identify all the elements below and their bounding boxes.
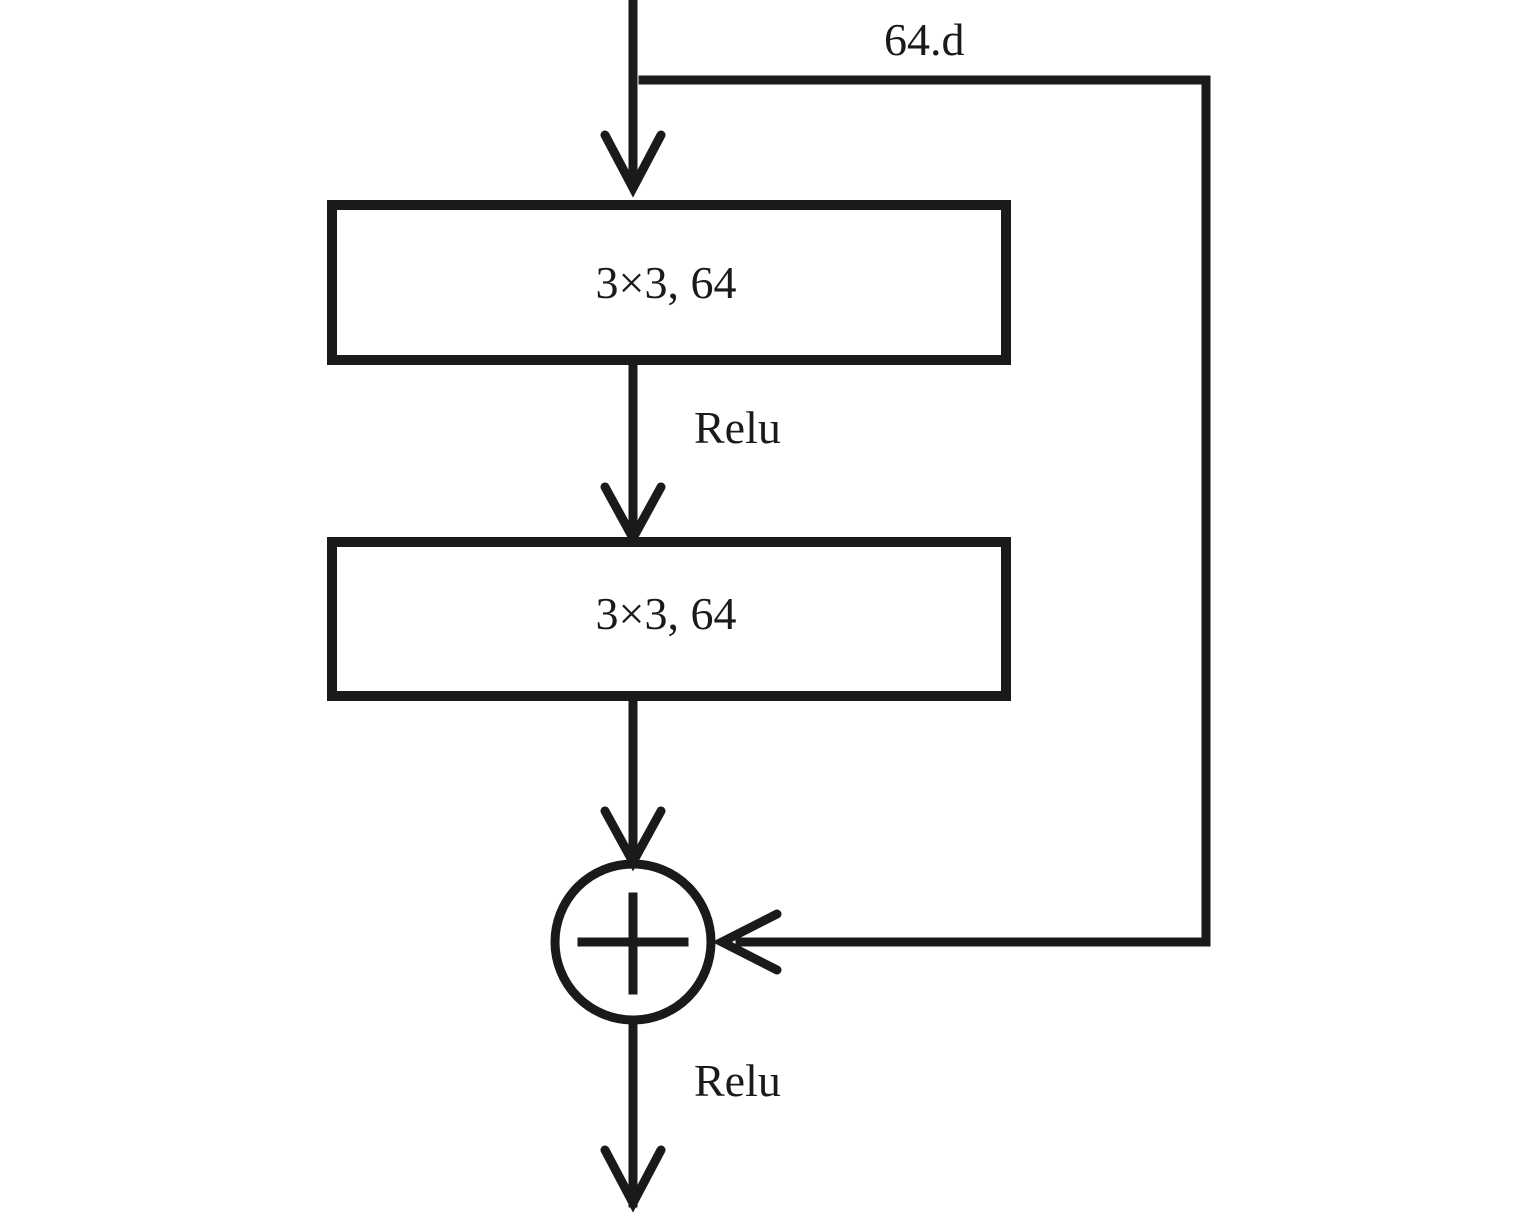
conv-block-2 [327,537,1011,701]
skip-connection-line [638,75,1211,947]
conv-block-2-label: 3×3, 64 [596,588,737,639]
conv-block-1 [327,200,1011,365]
skip-arrowhead [712,909,782,975]
conv-block-1-label: 3×3, 64 [596,257,737,308]
relu-1-label: Relu [694,402,781,453]
output-arrowhead [600,1145,666,1213]
input-arrowhead [600,130,666,198]
skip-label: 64.d [884,14,965,65]
relu-2-label: Relu [694,1055,781,1106]
